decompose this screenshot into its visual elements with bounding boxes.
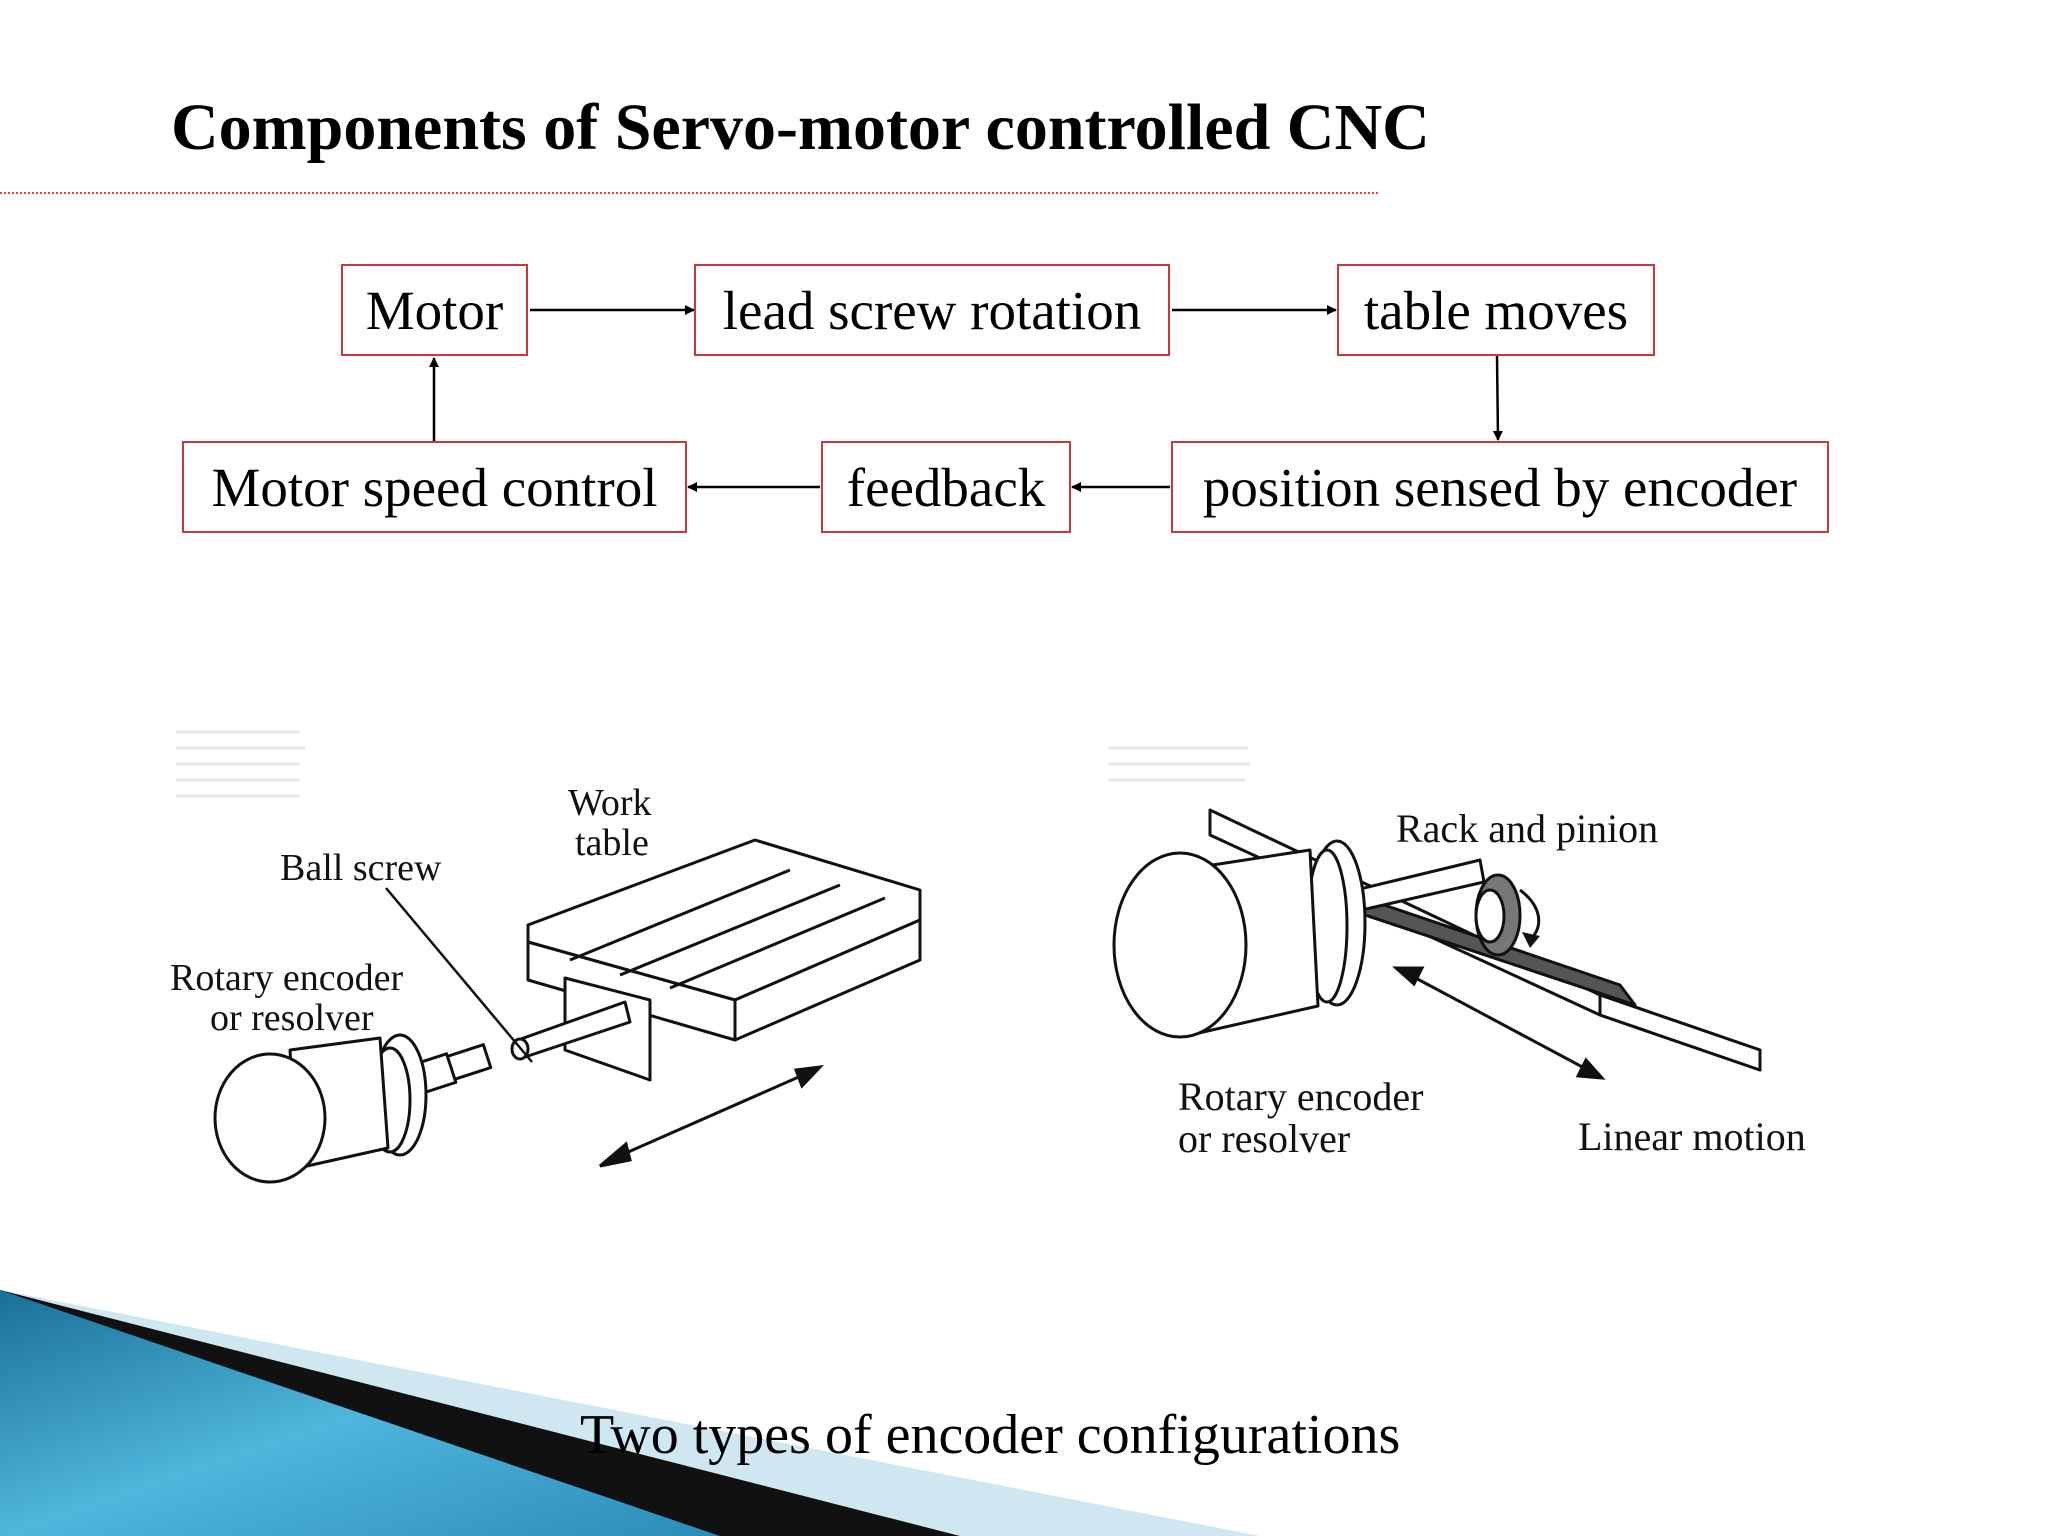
node-motor: Motor [341,264,528,356]
faint-marks [1108,746,1250,782]
left-encoder-label-2: or resolver [210,997,374,1039]
faint-marks [176,730,305,798]
slide-title: Components of Servo-motor controlled CNC [171,91,1430,164]
corner-decoration [0,1290,1260,1536]
node-position-sensed: position sensed by encoder [1171,441,1829,533]
blue-wedge [0,1290,720,1536]
node-motor-speed-control-label: Motor speed control [211,456,658,518]
rack-pinion-illustration: Rack and pinion Rotary encoder or resolv… [1108,746,1806,1161]
right-encoder-label-2: or resolver [1178,1116,1350,1161]
black-wedge [0,1290,960,1536]
node-position-sensed-label: position sensed by encoder [1202,456,1798,518]
right-encoder-label-1: Rotary encoder [1178,1074,1423,1119]
motor-face [1112,851,1248,1039]
linear-motion-label: Linear motion [1578,1114,1806,1159]
motor-face [213,1052,327,1184]
rack-pinion-label: Rack and pinion [1396,806,1658,851]
node-lead-screw-rotation-label: lead screw rotation [722,279,1142,341]
arrow-table-to-position [1492,355,1503,441]
figure-caption: Two types of encoder configurations [580,1404,1401,1466]
ball-screw-illustration: Work table Ball screw Rotary encoder or … [170,730,922,1184]
node-feedback: feedback [821,441,1071,533]
node-feedback-label: feedback [846,456,1046,518]
work-table-label-1: Work [568,782,651,824]
work-table-side [733,918,922,1042]
node-motor-label: Motor [365,279,504,341]
node-table-moves: table moves [1337,264,1655,356]
node-lead-screw-rotation: lead screw rotation [694,264,1170,356]
title-divider [0,192,1378,194]
node-motor-speed-control: Motor speed control [182,441,687,533]
node-table-moves-label: table moves [1363,279,1629,341]
work-table-label-2: table [575,822,649,864]
ball-screw-label: Ball screw [280,847,442,889]
left-encoder-label-1: Rotary encoder [170,957,404,999]
